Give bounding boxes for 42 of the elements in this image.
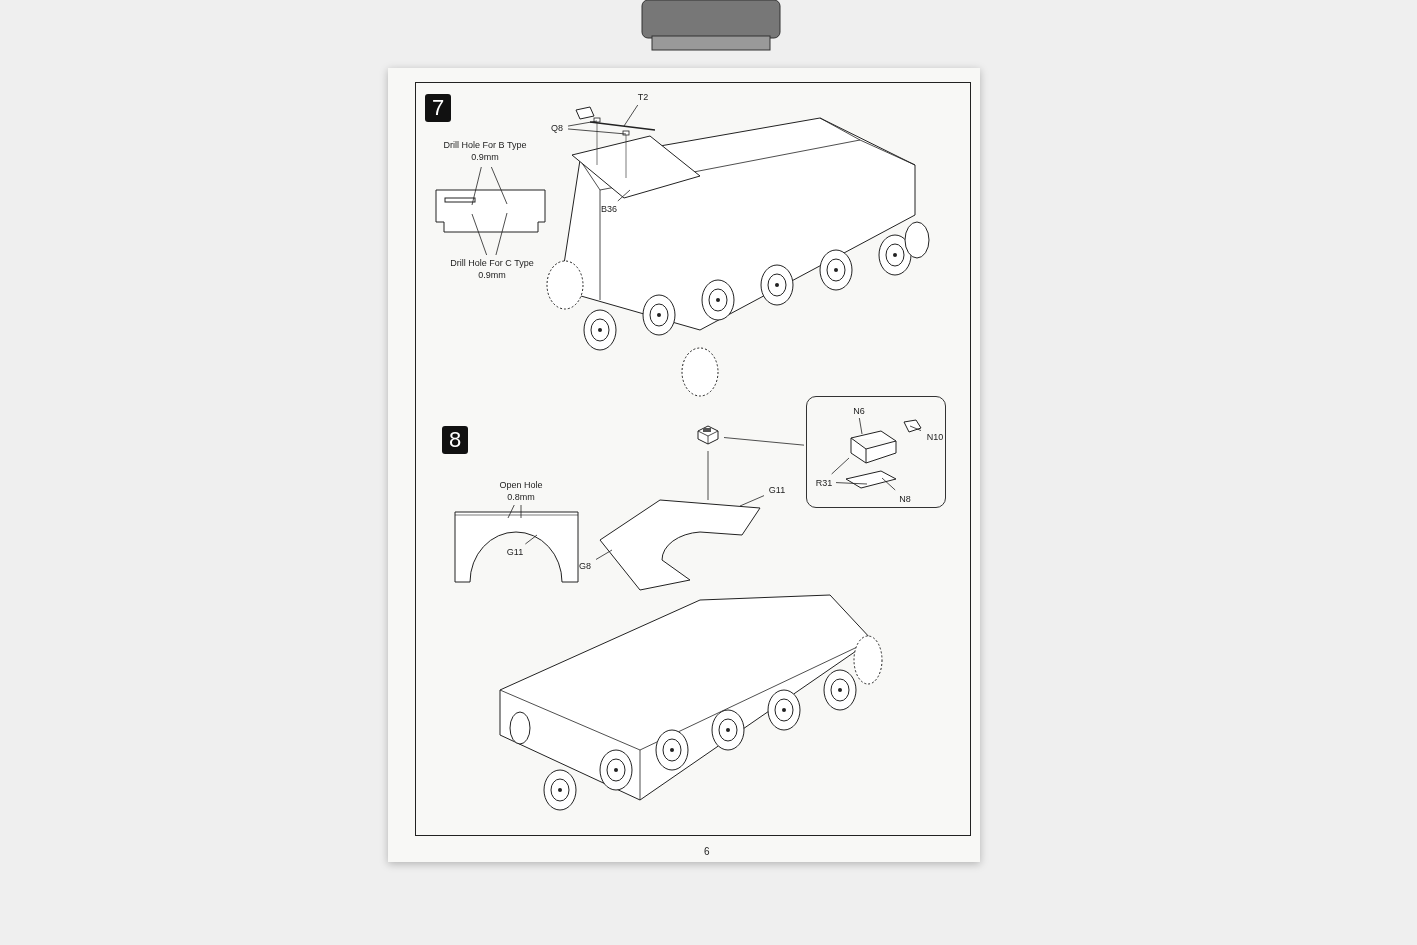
- leader-line: [471, 213, 488, 256]
- page-number: 6: [704, 845, 710, 859]
- leader-line: [524, 534, 538, 545]
- part-label: G11: [505, 546, 525, 558]
- leader-line: [567, 128, 627, 135]
- leader-line: [831, 457, 850, 475]
- callout-line: [723, 437, 805, 446]
- leader-line: [490, 166, 508, 205]
- drill-template-drawing: [434, 188, 547, 234]
- leader-line: [495, 212, 508, 256]
- part-label: T2: [636, 91, 650, 103]
- part-label: Q8: [550, 122, 564, 134]
- part-label: G11: [767, 484, 787, 496]
- detail-inset-box: [806, 396, 946, 508]
- part-label: R31: [814, 477, 834, 489]
- part-label: B36: [600, 203, 618, 215]
- part-label: Drill Hole For C Type 0.9mm: [449, 257, 535, 281]
- step-number: 7: [425, 94, 451, 122]
- leader-line: [739, 495, 765, 507]
- leader-line: [881, 477, 896, 491]
- part-label: N8: [898, 493, 912, 505]
- part-label: Open Hole 0.8mm: [498, 479, 544, 503]
- detail-parts-drawing: [844, 419, 924, 491]
- leader-line: [520, 504, 522, 519]
- leader-line: [595, 549, 613, 560]
- part-label: N6: [852, 405, 866, 417]
- floor-plate-drawing: [598, 498, 762, 592]
- leader-line: [471, 166, 482, 206]
- leader-line: [623, 104, 639, 127]
- step-number: 8: [442, 426, 468, 454]
- leader-line: [507, 504, 515, 519]
- leader-line: [909, 425, 922, 431]
- leader-line: [617, 189, 631, 202]
- part-label: G8: [578, 560, 592, 572]
- leader-line: [835, 482, 868, 485]
- leader-line: [567, 120, 598, 127]
- leader-line: [707, 450, 709, 501]
- hole-template-drawing: [453, 510, 580, 584]
- deck-plate-drawing: [570, 106, 702, 200]
- leader-line: [858, 417, 863, 435]
- part-label: Drill Hole For B Type 0.9mm: [442, 139, 528, 163]
- part-label: N10: [925, 431, 945, 443]
